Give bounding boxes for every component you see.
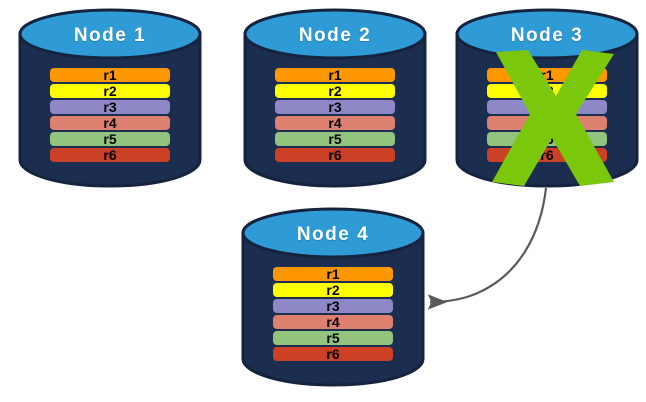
record-row: r1 — [273, 267, 393, 281]
node-4-rows: r1 r2 r3 r4 r5 r6 — [241, 267, 425, 361]
record-row: r3 — [487, 100, 607, 114]
record-row: r2 — [275, 84, 395, 98]
record-row: r4 — [273, 315, 393, 329]
record-row: r3 — [273, 299, 393, 313]
record-row: r3 — [50, 100, 170, 114]
record-row: r6 — [50, 148, 170, 162]
node-1-rows: r1 r2 r3 r4 r5 r6 — [18, 68, 202, 162]
record-row: r1 — [487, 68, 607, 82]
record-row: r1 — [50, 68, 170, 82]
record-row: r2 — [487, 84, 607, 98]
record-row: r4 — [50, 116, 170, 130]
record-row: r6 — [273, 347, 393, 361]
record-row: r6 — [275, 148, 395, 162]
arrow-path — [427, 187, 548, 310]
node-2-rows: r1 r2 r3 r4 r5 r6 — [243, 68, 427, 162]
record-row: r5 — [50, 132, 170, 146]
record-row: r6 — [487, 148, 607, 162]
record-row: r2 — [50, 84, 170, 98]
node-3-rows: r1 r2 r3 r4 r5 r6 — [455, 68, 639, 162]
record-row: r3 — [275, 100, 395, 114]
record-row: r5 — [273, 331, 393, 345]
record-row: r4 — [487, 116, 607, 130]
record-row: r5 — [487, 132, 607, 146]
record-row: r4 — [275, 116, 395, 130]
record-row: r2 — [273, 283, 393, 297]
record-row: r5 — [275, 132, 395, 146]
record-row: r1 — [275, 68, 395, 82]
